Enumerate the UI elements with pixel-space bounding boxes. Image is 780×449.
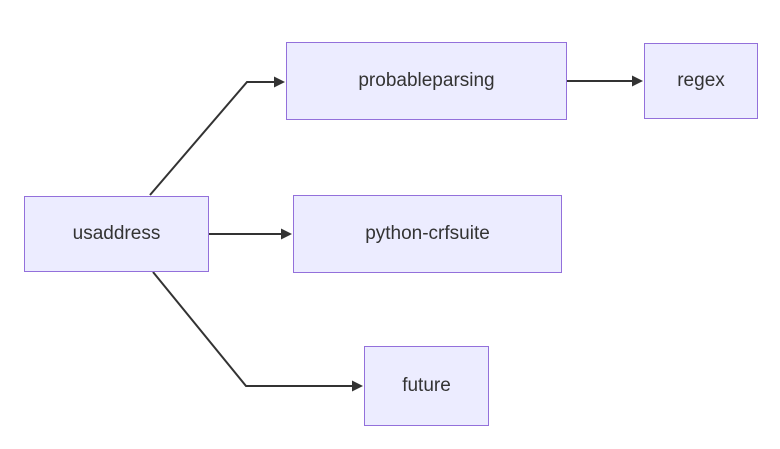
edge-usaddress-to-future <box>152 271 363 392</box>
node-future-label: future <box>402 375 451 396</box>
edge-usaddress-to-probableparsing <box>149 76 285 196</box>
node-probableparsing-label: probableparsing <box>358 70 495 91</box>
node-regex-label: regex <box>677 70 725 91</box>
node-python-crfsuite-label: python-crfsuite <box>365 223 490 244</box>
node-python-crfsuite: python-crfsuite <box>293 195 562 273</box>
node-probableparsing: probableparsing <box>286 42 567 120</box>
node-usaddress: usaddress <box>24 196 209 272</box>
node-future: future <box>364 346 489 426</box>
node-usaddress-label: usaddress <box>72 223 161 244</box>
node-regex: regex <box>644 43 758 119</box>
